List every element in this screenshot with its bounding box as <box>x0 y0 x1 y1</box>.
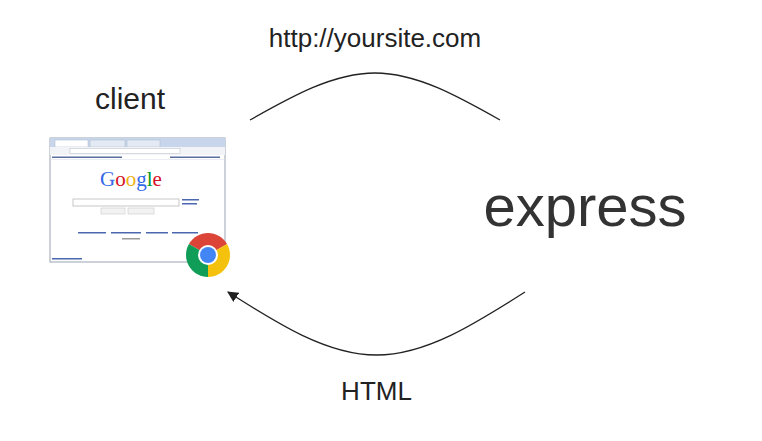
flow-arc <box>228 292 525 355</box>
chrome-logo-ring <box>198 245 218 265</box>
chrome-logo-center <box>200 247 216 263</box>
tiny-link <box>182 199 199 201</box>
tiny-link <box>172 232 198 234</box>
tab-bar <box>50 138 225 147</box>
divider-line <box>50 159 225 160</box>
browser-tab <box>127 140 160 147</box>
tiny-link <box>78 232 106 234</box>
logo-text: Google <box>100 168 162 191</box>
flow-arc <box>250 73 500 120</box>
tiny-link <box>146 232 168 234</box>
edge-label: HTML <box>338 377 415 406</box>
search-button <box>128 208 154 214</box>
search-box <box>73 199 179 206</box>
tiny-link <box>111 232 141 234</box>
tiny-text <box>122 238 140 240</box>
node-heading: client <box>95 82 165 115</box>
link-bar <box>52 157 122 159</box>
browser-tab <box>55 140 88 147</box>
toolbar <box>50 147 225 155</box>
server-node: express <box>470 120 700 292</box>
address-bar <box>70 149 180 154</box>
link-bar <box>170 157 220 159</box>
search-button <box>101 208 125 214</box>
tiny-link <box>52 258 82 260</box>
edge-label: http://yoursite.com <box>266 24 484 53</box>
tiny-link <box>182 203 197 205</box>
browser-tab <box>90 140 125 147</box>
server-name: express <box>483 174 686 238</box>
